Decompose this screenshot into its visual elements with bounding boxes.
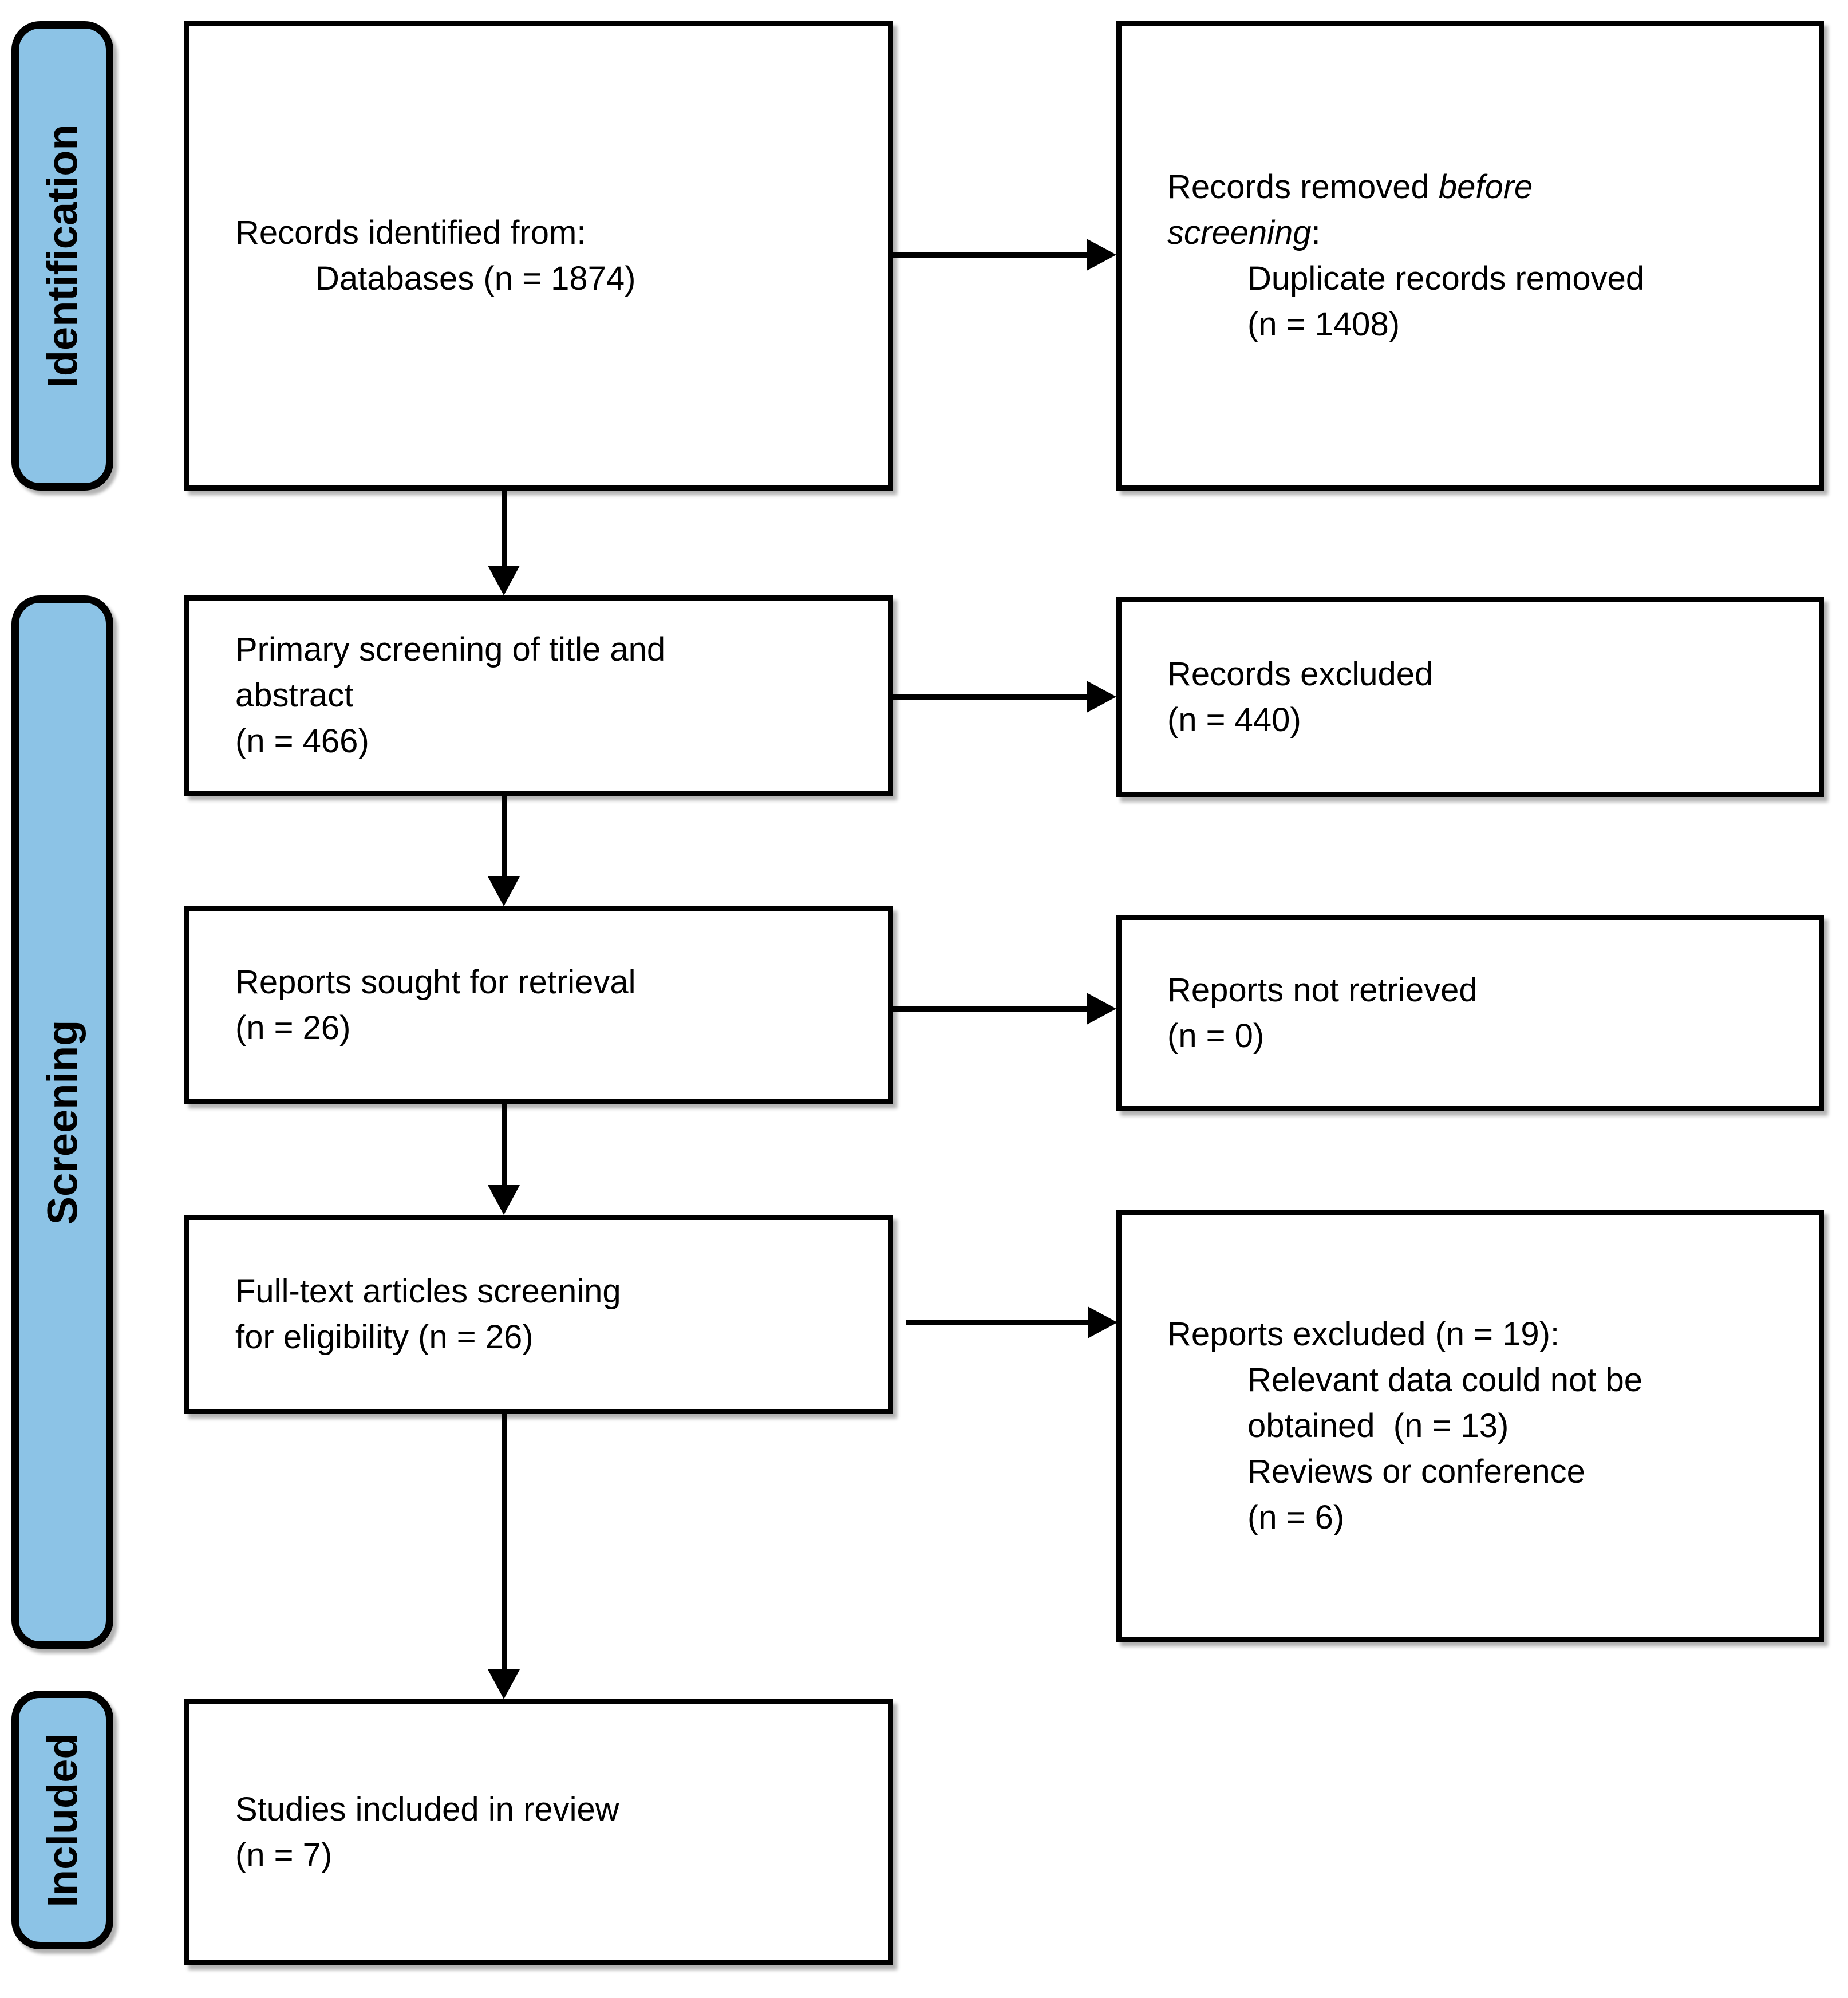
records-removed-line2-italic: screening xyxy=(1167,214,1312,251)
records-removed-line2: screening: xyxy=(1167,210,1793,256)
primary-screening-line3: (n = 466) xyxy=(235,722,369,760)
reports-excluded-detail2: obtained (n = 13) xyxy=(1247,1407,1509,1444)
primary-screening-line2: abstract xyxy=(235,677,354,714)
reports-excluded-detail4: (n = 6) xyxy=(1247,1498,1345,1536)
records-removed-line1-prefix: Records removed xyxy=(1167,168,1439,206)
arrow-head xyxy=(488,566,520,595)
arrow-shaft xyxy=(502,491,507,567)
arrow-shaft xyxy=(502,1414,507,1671)
stage-included-label: Included xyxy=(38,1732,86,1908)
stage-screening-label: Screening xyxy=(38,1020,86,1225)
box-records-excluded: Records excluded (n = 440) xyxy=(1116,597,1824,797)
box-reports-sought: Reports sought for retrieval (n = 26) xyxy=(184,906,893,1104)
primary-screening-line1: Primary screening of title and xyxy=(235,631,666,668)
box-records-identified: Records identified from: Databases (n = … xyxy=(184,21,893,491)
arrow-shaft xyxy=(906,1320,1088,1325)
arrow-head xyxy=(488,1185,520,1215)
arrow-head xyxy=(1088,1306,1118,1338)
fulltext-screening-line2: for eligibility (n = 26) xyxy=(235,1318,534,1356)
arrow-shaft xyxy=(893,252,1087,258)
box-records-removed: Records removed before screening: Duplic… xyxy=(1116,21,1824,491)
arrow-head xyxy=(488,1669,520,1699)
arrow-shaft xyxy=(502,1104,507,1186)
box-primary-screening: Primary screening of title and abstract … xyxy=(184,595,893,796)
fulltext-screening-line1: Full-text articles screening xyxy=(235,1273,621,1310)
arrow-shaft xyxy=(893,1006,1087,1012)
studies-included-line1: Studies included in review xyxy=(235,1790,619,1828)
reports-sought-line2: (n = 26) xyxy=(235,1009,351,1047)
records-removed-detail1: Duplicate records removed xyxy=(1247,260,1645,297)
reports-excluded-line1: Reports excluded (n = 19): xyxy=(1167,1315,1560,1353)
stage-identification-label: Identification xyxy=(38,124,86,388)
stage-screening: Screening xyxy=(11,595,113,1649)
reports-not-retrieved-line2: (n = 0) xyxy=(1167,1017,1265,1055)
reports-excluded-detail1: Relevant data could not be xyxy=(1247,1361,1643,1399)
arrow-head xyxy=(488,876,520,906)
box-studies-included: Studies included in review (n = 7) xyxy=(184,1699,893,1965)
box-reports-not-retrieved: Reports not retrieved (n = 0) xyxy=(1116,915,1824,1111)
records-removed-line1-italic: before xyxy=(1438,168,1533,206)
records-removed-detail2: (n = 1408) xyxy=(1247,306,1400,343)
records-identified-line1: Records identified from: xyxy=(235,214,586,251)
records-removed-line2-suffix: : xyxy=(1311,214,1321,251)
stage-included: Included xyxy=(11,1691,113,1949)
reports-sought-line1: Reports sought for retrieval xyxy=(235,963,636,1001)
records-removed-line1: Records removed before xyxy=(1167,164,1793,210)
records-identified-line2: Databases (n = 1874) xyxy=(315,260,636,297)
arrow-head xyxy=(1087,681,1116,713)
reports-not-retrieved-line1: Reports not retrieved xyxy=(1167,971,1478,1009)
records-excluded-line2: (n = 440) xyxy=(1167,701,1301,739)
arrow-head xyxy=(1087,993,1116,1025)
arrow-head xyxy=(1087,239,1116,271)
arrow-shaft xyxy=(502,796,507,878)
stage-identification: Identification xyxy=(11,21,113,491)
box-reports-excluded: Reports excluded (n = 19): Relevant data… xyxy=(1116,1210,1824,1642)
reports-excluded-detail3: Reviews or conference xyxy=(1247,1452,1585,1490)
records-excluded-line1: Records excluded xyxy=(1167,656,1434,693)
box-fulltext-screening: Full-text articles screening for eligibi… xyxy=(184,1215,893,1414)
studies-included-line2: (n = 7) xyxy=(235,1836,333,1874)
arrow-shaft xyxy=(893,694,1087,700)
